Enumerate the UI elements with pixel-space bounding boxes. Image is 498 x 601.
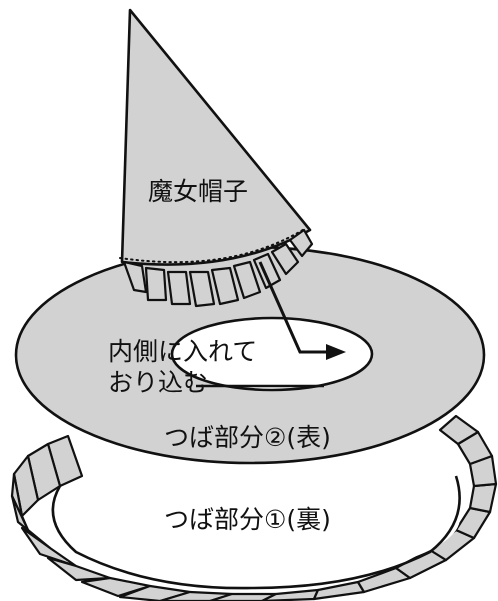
fold-instruction-line1: 内側に入れて bbox=[108, 337, 257, 366]
brim-back-inner-edge bbox=[51, 475, 461, 590]
brim-back-piece bbox=[10, 414, 498, 601]
hat-cone bbox=[120, 8, 312, 266]
brim-back-tab bbox=[80, 576, 152, 598]
brim-front-label: つば部分②(表) bbox=[164, 423, 331, 452]
brim-front-hole bbox=[170, 316, 374, 392]
brim-back-label: つば部分①(裏) bbox=[164, 505, 331, 534]
hat-tab bbox=[288, 228, 314, 258]
hat-cone-piece bbox=[119, 8, 314, 308]
brim-back-tab bbox=[438, 414, 480, 446]
brim-back-tab bbox=[468, 482, 498, 514]
hat-tab bbox=[210, 266, 240, 306]
hat-fold-line bbox=[119, 227, 307, 264]
brim-front-piece bbox=[14, 245, 486, 465]
arrow-right-icon bbox=[258, 261, 346, 360]
brim-back-tab bbox=[208, 592, 278, 601]
hat-tab bbox=[144, 266, 168, 302]
hat-label: 魔女帽子 bbox=[148, 177, 248, 206]
hat-tab bbox=[270, 242, 300, 276]
brim-back-tab bbox=[46, 556, 112, 582]
hat-tab bbox=[232, 260, 262, 300]
brim-back-tab bbox=[20, 526, 78, 568]
fold-instruction-line2: おり込む bbox=[108, 368, 208, 397]
hat-tab bbox=[188, 270, 216, 308]
brim-back-inner bbox=[44, 456, 460, 580]
hat-tab bbox=[166, 270, 192, 306]
hat-tab bbox=[122, 260, 148, 294]
